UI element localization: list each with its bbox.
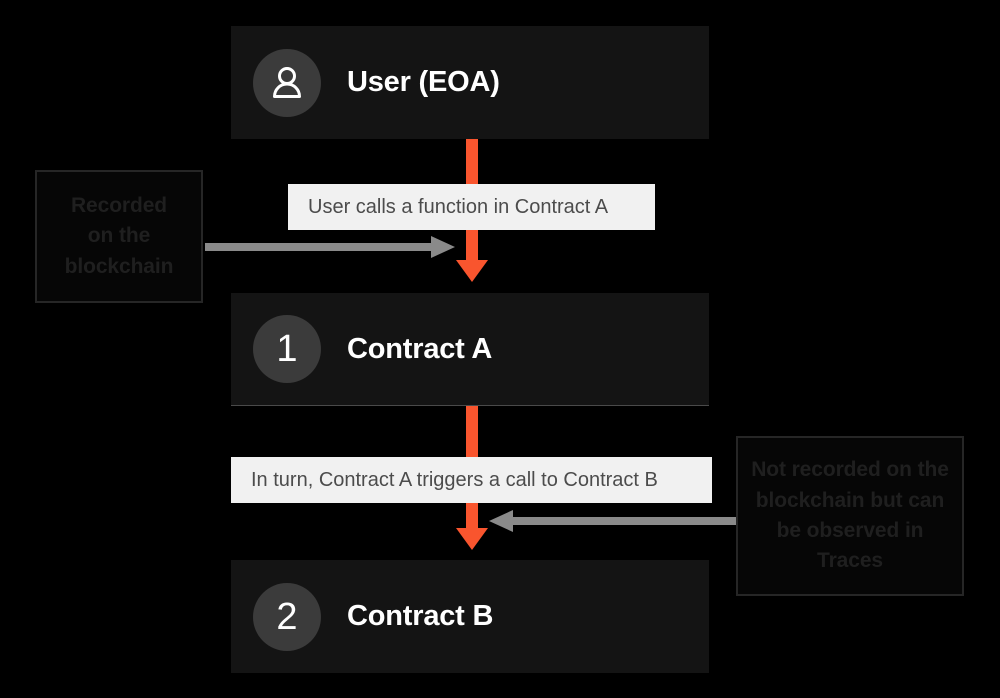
- node-label-contract-b: Contract B: [347, 600, 494, 632]
- step-number-badge-1: 1: [253, 315, 321, 383]
- annotation-line: blockchain: [64, 254, 174, 278]
- node-label-contract-a: Contract A: [347, 332, 493, 365]
- caption-contract-a-triggers-contract-b: In turn, Contract A triggers a call to C…: [231, 457, 712, 503]
- person-icon: [273, 66, 301, 98]
- node-card-user[interactable]: User (EOA): [231, 26, 709, 139]
- user-avatar: [253, 48, 321, 117]
- gray-left-arrow-icon: [489, 510, 739, 532]
- step-number-badge-2: 2: [253, 582, 321, 651]
- pointer-arrow-to-connector-2: [487, 508, 739, 534]
- annotation-line: on the: [87, 224, 151, 248]
- annotation-not-recorded-on-blockchain: Not recorded on the blockchain but can b…: [736, 436, 964, 596]
- caption-user-calls-contract-a: User calls a function in Contract A: [288, 184, 655, 230]
- node-card-contract-a[interactable]: 1 Contract A: [231, 293, 709, 406]
- caption-text: User calls a function in Contract A: [308, 195, 609, 218]
- annotation-line: blockchain but can: [755, 488, 945, 512]
- annotation-line: Traces: [817, 549, 883, 573]
- caption-text: In turn, Contract A triggers a call to C…: [251, 468, 658, 491]
- pointer-arrow-to-connector-1: [205, 234, 457, 260]
- annotation-recorded-on-blockchain: Recorded on the blockchain: [35, 170, 203, 303]
- annotation-line: Not recorded on the: [751, 458, 949, 482]
- gray-right-arrow-icon: [205, 236, 455, 258]
- annotation-line: Recorded: [70, 193, 168, 217]
- node-card-contract-b[interactable]: 2 Contract B: [231, 560, 709, 673]
- node-label-user: User (EOA): [347, 66, 500, 98]
- annotation-line: be observed in: [776, 519, 924, 542]
